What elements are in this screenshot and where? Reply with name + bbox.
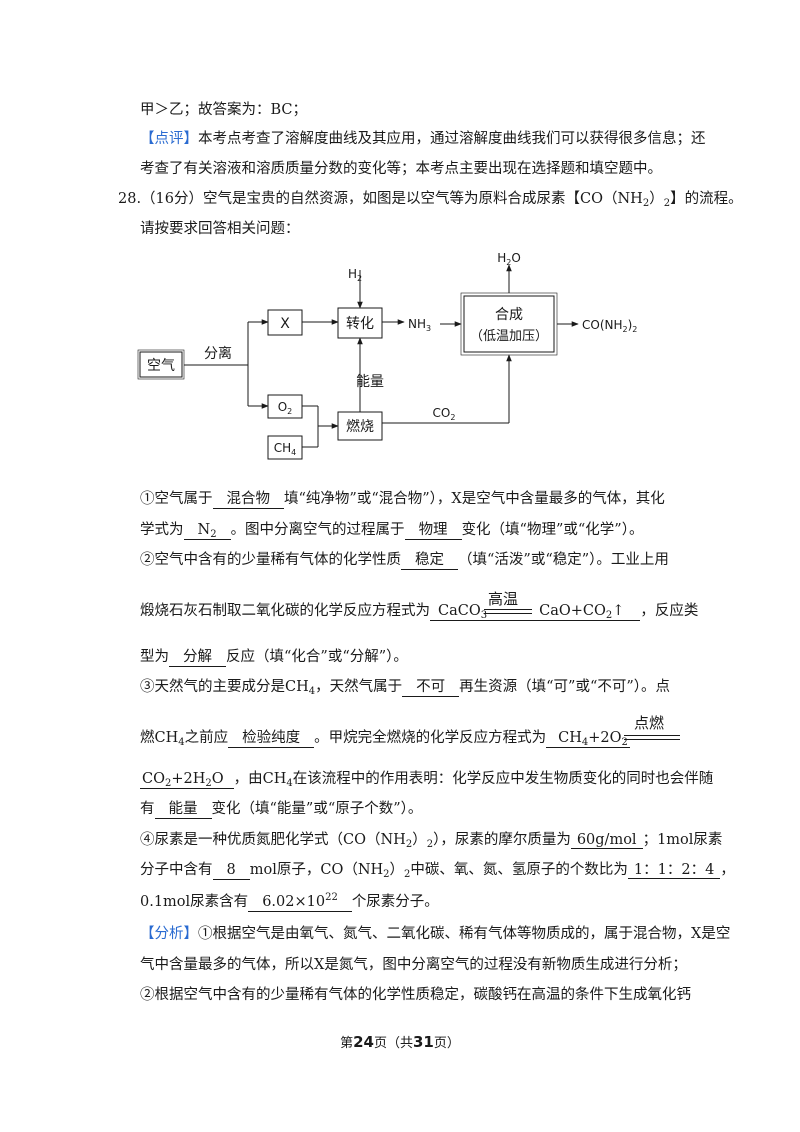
nh3-label: NH3	[408, 317, 431, 333]
analysis-line: ②根据空气中含有的少量稀有气体的化学性质稳定，碳酸钙在高温的条件下生成氧化钙	[140, 987, 691, 1003]
text-line: 考查了有关溶液和溶质质量分数的变化等；本考点主要出现在选择题和填空题中。	[140, 161, 662, 177]
answer-blank: 分解	[169, 649, 226, 667]
separate-label: 分离	[204, 345, 232, 362]
answer-line: 型为分解反应（填“化合”或“分解”）。	[140, 649, 408, 667]
question-title: 28.（16分）空气是宝贵的自然资源，如图是以空气等为原料合成尿素【CO（NH2…	[118, 191, 743, 209]
h2o-label: H2O	[497, 251, 521, 267]
analysis-line: 气中含量最多的气体，所以X是氮气，图中分离空气的过程没有新物质生成进行分析；	[140, 957, 687, 973]
analysis-tag: 【分析】	[140, 926, 198, 942]
text-line: 甲＞乙；故答案为：BC；	[140, 102, 308, 118]
ch4-label: CH4	[274, 441, 297, 457]
answer-blank: N2	[183, 522, 231, 540]
air-box	[139, 351, 183, 378]
answer-line: ①空气属于混合物填“纯净物”或“混合物”），X是空气中含量最多的气体，其化	[140, 491, 665, 509]
answer-blank: CH4+2O2	[546, 730, 630, 748]
answer-blank: 混合物	[212, 491, 284, 509]
answer-blank: CO2+2H2O	[140, 771, 234, 789]
synth-condition: （低温加压）	[470, 329, 548, 344]
comment-tag: 【点评】	[140, 131, 198, 147]
urea-label: CO(NH2)2	[582, 318, 637, 334]
reaction-condition: 点燃	[634, 714, 665, 732]
answer-line: ③天然气的主要成分是CH4，天然气属于不可再生资源（填“可”或“不可”）。点	[140, 679, 671, 697]
answer-blank: 能量	[154, 801, 212, 819]
answer-blank: 1：1：2：4	[627, 862, 721, 879]
answer-blank: 8	[212, 862, 250, 880]
equals-sign	[484, 609, 532, 614]
text-line: 请按要求回答相关问题：	[140, 221, 300, 237]
answer-line: 有能量变化（填“能量”或“原子个数”）。	[140, 801, 423, 819]
convert-label: 转化	[346, 316, 374, 332]
flow-diagram: 空气 分离 X O2 CH4 H2 转化 NH3 燃烧 能量 CO2 合成 （低…	[137, 251, 637, 460]
h2-label: H2	[348, 267, 362, 283]
synth-label: 合成	[495, 307, 523, 323]
equals-sign	[624, 735, 680, 740]
answer-blank: 60g/mol	[570, 832, 643, 849]
answer-blank: 不可	[402, 679, 460, 697]
answer-line: ②空气中含有的少量稀有气体的化学性质稳定（填“活泼”或“稳定”）。工业上用	[140, 552, 669, 570]
reaction-condition: 高温	[488, 590, 519, 608]
answer-blank: 6.02×1022	[248, 893, 352, 912]
answer-blank: 稳定	[401, 552, 458, 570]
text-line: 【点评】本考点考查了溶解度曲线及其应用，通过溶解度曲线我们可以获得很多信息；还	[140, 131, 706, 147]
analysis-line: 【分析】①根据空气是由氧气、氮气、二氧化碳、稀有气体等物质成的，属于混合物，X是…	[140, 926, 731, 942]
page-total: 31	[413, 1033, 434, 1051]
co2-label: CO2	[433, 406, 456, 422]
energy-label: 能量	[356, 374, 384, 390]
answer-line: CO2+2H2O，由CH4在该流程中的作用表明：化学反应中发生物质变化的同时也会…	[140, 771, 714, 789]
air-label: 空气	[147, 358, 175, 374]
page-number: 24	[353, 1033, 374, 1051]
combust-label: 燃烧	[346, 418, 374, 435]
page-footer: 第24页（共31页）	[340, 1033, 460, 1051]
answer-blank: 物理	[404, 522, 462, 540]
o2-label: O2	[278, 400, 293, 416]
synth-box	[463, 295, 555, 353]
x-label: X	[280, 316, 290, 332]
answer-blank: 检验纯度	[228, 730, 315, 748]
